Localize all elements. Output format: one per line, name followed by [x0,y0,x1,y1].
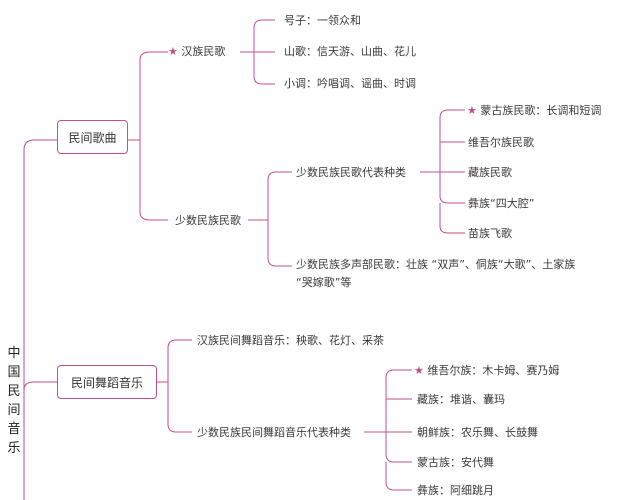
han-songs-label: 汉族民歌 [181,45,226,58]
root-to-dance [23,381,57,391]
minority-dance-node: 少数民族民间舞蹈音乐代表种类 [197,426,351,439]
minority-song-type-item: 藏族民歌 [468,166,512,179]
han-song-item: 小调：吟唱调、谣曲、时调 [284,77,416,90]
star-icon: ★ [467,104,477,117]
minority-songs-node: 少数民族民歌 [175,214,241,227]
polyphonic-songs-line1: 少数民族多声部民歌：壮族 “双声”、侗族“大歌”、土家族 [296,258,576,271]
dance-minority-spine [364,369,412,491]
han-songs-node: ★ 汉族民歌 [168,45,225,58]
dance-spine [157,339,192,433]
minority-types-node: 少数民族民歌代表种类 [296,166,406,179]
minority-dance-item: 朝鲜族：农乐舞、长鼓舞 [417,426,538,439]
minority-songs-spine [248,171,292,267]
root-title: 中国民间音乐 [7,346,21,456]
star-icon: ★ [168,45,178,58]
han-songs-spine [240,19,275,85]
minority-song-type-item: ★ 蒙古族民歌：长调和短调 [467,104,602,117]
han-dance-node: 汉族民间舞蹈音乐：秧歌、花灯、采茶 [197,334,384,347]
minority-dance-item: ★ 维吾尔族：木卡姆、赛乃姆 [414,364,560,377]
minority-dance-item: 彝族：阿细跳月 [417,484,494,497]
minority-song-type-item: 彝族“四大腔” [468,197,535,210]
han-song-item: 山歌：信天游、山曲、花儿 [284,45,416,58]
minority-dance-item: 藏族：堆谐、囊玛 [417,393,505,406]
han-song-item: 号子：一领众和 [284,14,361,27]
minority-dance-item: 蒙古族：安代舞 [417,456,494,469]
songs-spine [128,51,168,221]
minority-song-type-item: 苗族飞歌 [468,227,512,240]
polyphonic-songs-line2: “哭嫁歌”等 [296,276,352,289]
minority-types-spine [420,109,465,234]
folk-dance-music-node: 民间舞蹈音乐 [57,365,157,399]
folk-songs-node: 民间歌曲 [57,120,128,154]
root-spine [23,139,57,500]
minority-song-type-item: 维吾尔族民歌 [468,136,534,149]
star-icon: ★ [414,364,424,377]
